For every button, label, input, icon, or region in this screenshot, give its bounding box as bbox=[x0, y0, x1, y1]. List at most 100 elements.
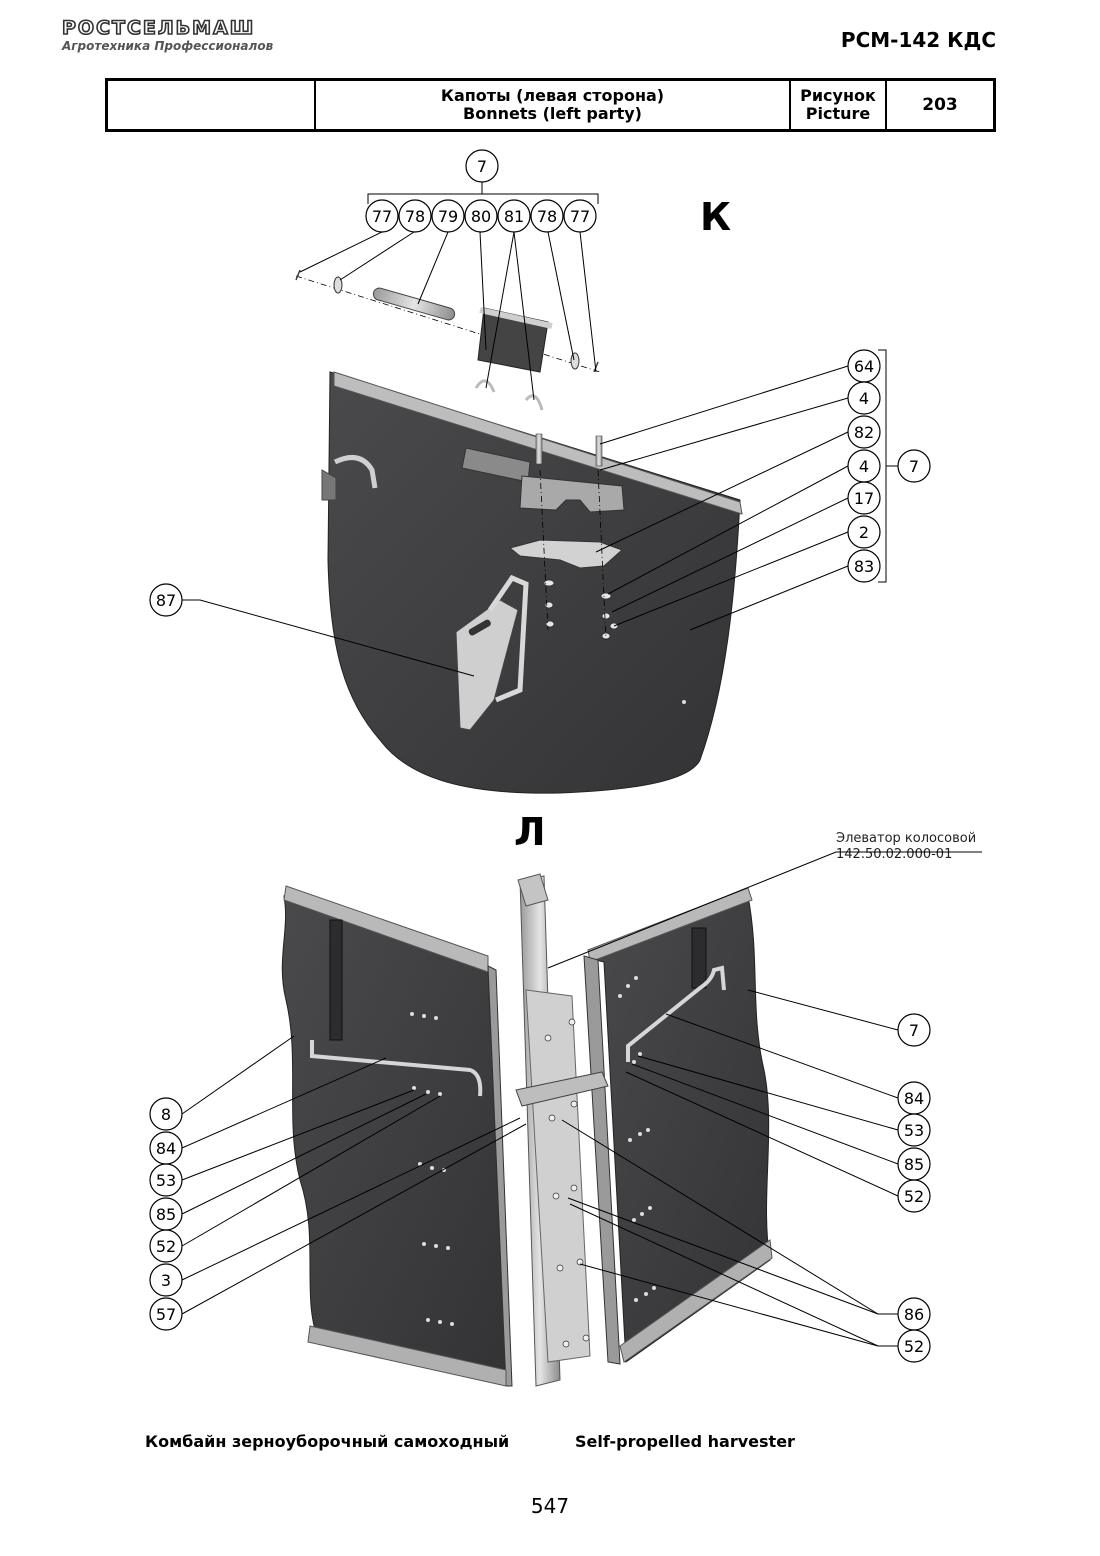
callout-k-right-item: 64 bbox=[847, 349, 881, 383]
pin-79 bbox=[372, 287, 456, 321]
callout-k-row-item: 79 bbox=[431, 199, 465, 233]
pin-spring-77b bbox=[593, 361, 599, 373]
callout-k-row-item-circle bbox=[464, 199, 498, 233]
callout-k-row-item: 81 bbox=[497, 199, 531, 233]
callout-k-right-item-text: 4 bbox=[859, 457, 869, 476]
callout-l-left-item-text: 53 bbox=[156, 1171, 176, 1190]
callout-l-left-item-circle bbox=[149, 1297, 183, 1331]
callout-l-right-item-circle bbox=[897, 1013, 931, 1047]
title-ru: Капоты (левая сторона) bbox=[440, 86, 665, 105]
callout-k-right-item: 4 bbox=[847, 449, 881, 483]
callout-k-right-item-text: 17 bbox=[854, 489, 874, 508]
latch-mechanism bbox=[508, 539, 623, 569]
callout-k-row-item-circle bbox=[497, 199, 531, 233]
callout-k-right-item-circle bbox=[847, 549, 881, 583]
callout-l-left-item: 8 bbox=[149, 1097, 183, 1131]
panel-left-bottom-edge bbox=[307, 1325, 507, 1387]
latch-plate bbox=[519, 475, 625, 513]
callout-l-right-item-circle bbox=[897, 1113, 931, 1147]
callout-l-right-item: 53 bbox=[897, 1113, 931, 1147]
callout-k-row-item-text: 77 bbox=[570, 207, 590, 226]
bonnet-panel-k bbox=[327, 371, 741, 794]
pin-spring-77 bbox=[295, 269, 301, 281]
spring-81 bbox=[474, 379, 544, 411]
title-block-empty-cell bbox=[108, 81, 316, 129]
callout-k-right-item-text: 2 bbox=[859, 523, 869, 542]
elevator-top-bracket bbox=[517, 873, 549, 907]
callout-l-left-item-text: 8 bbox=[161, 1105, 171, 1124]
callout-l-left-item-text: 52 bbox=[156, 1237, 176, 1256]
callout-l-right-item: 85 bbox=[897, 1147, 931, 1181]
callout-l-right-item: 84 bbox=[897, 1081, 931, 1115]
callouts-k-group bbox=[182, 182, 898, 677]
callout-k-right-item: 2 bbox=[847, 515, 881, 549]
handle-bracket-k bbox=[321, 469, 337, 501]
panel-left-side-edge bbox=[487, 965, 513, 1387]
picture-number: 203 bbox=[922, 95, 958, 115]
callout-k-row-item-text: 80 bbox=[471, 207, 491, 226]
callout-l-left-item-circle bbox=[149, 1097, 183, 1131]
panel-left-stiffener bbox=[329, 919, 343, 1041]
callout-k-right-item-text: 64 bbox=[854, 357, 874, 376]
callout-l-left-item: 57 bbox=[149, 1297, 183, 1331]
bolt-right bbox=[595, 435, 603, 467]
callout-l-right-item-text: 86 bbox=[904, 1305, 924, 1324]
callout-k-row-item-circle bbox=[563, 199, 597, 233]
callout-l-left-item: 52 bbox=[149, 1229, 183, 1263]
callout-k-group-top-text: 7 bbox=[477, 157, 487, 176]
callout-k-right-item-text: 82 bbox=[854, 423, 874, 442]
callout-l-left-item: 85 bbox=[149, 1197, 183, 1231]
title-block-picture-label-cell: Рисунок Picture bbox=[791, 81, 887, 129]
panel-right-bottom-edge bbox=[619, 1239, 773, 1363]
view-l-drawing bbox=[281, 873, 773, 1387]
callouts-l-leaders bbox=[181, 851, 982, 1347]
bonnet-panel-left bbox=[281, 895, 507, 1385]
footer-caption-en: Self-propelled harvester bbox=[575, 1432, 795, 1451]
callout-l-right-item-text: 52 bbox=[904, 1187, 924, 1206]
callout-l-left-item: 3 bbox=[149, 1263, 183, 1297]
callout-l-left-item-circle bbox=[149, 1163, 183, 1197]
callout-k-row-item: 78 bbox=[398, 199, 432, 233]
brand-logo: РОСТСЕЛЬМАШ Агротехника Профессионалов bbox=[61, 17, 273, 53]
callout-l-right-item: 52 bbox=[897, 1329, 931, 1363]
callout-k-row-item-text: 78 bbox=[537, 207, 557, 226]
callout-l-right-item-text: 85 bbox=[904, 1155, 924, 1174]
page-number: 547 bbox=[530, 1494, 570, 1518]
callout-k-right-group: 7 bbox=[897, 449, 931, 483]
picture-label-en: Picture bbox=[805, 104, 871, 123]
callout-k-row-item: 77 bbox=[365, 199, 399, 233]
callout-k-row-item-text: 79 bbox=[438, 207, 458, 226]
panel-right-stiffener bbox=[691, 927, 707, 989]
callout-k-row: 77 78 79 80 81 78 77 bbox=[365, 199, 597, 233]
callout-k-row-item: 80 bbox=[464, 199, 498, 233]
callout-l-left-item-text: 84 bbox=[156, 1139, 176, 1158]
hinge-bar bbox=[479, 307, 553, 329]
title-en: Bonnets (left party) bbox=[463, 104, 642, 123]
nut-stack-left bbox=[543, 579, 555, 628]
callout-k-row-item-circle bbox=[431, 199, 465, 233]
washer-78 bbox=[333, 276, 343, 294]
handle-rod-k bbox=[333, 455, 378, 489]
callout-k-row-item-text: 77 bbox=[372, 207, 392, 226]
callout-k-right-group-text: 7 bbox=[909, 457, 919, 476]
bracket-slot bbox=[468, 619, 491, 636]
exploded-pin bbox=[295, 269, 599, 411]
callout-l-right-item: 86 bbox=[897, 1297, 931, 1331]
brand-name: РОСТСЕЛЬМАШ bbox=[61, 17, 256, 39]
callout-k-right-item: 17 bbox=[847, 481, 881, 515]
callout-l-left-item-text: 3 bbox=[161, 1271, 171, 1290]
title-block: Капоты (левая сторона) Bonnets (left par… bbox=[105, 78, 996, 132]
callout-k-right-item-circle bbox=[847, 481, 881, 515]
callout-l-right-item-text: 52 bbox=[904, 1337, 924, 1356]
callout-l-left-item-text: 57 bbox=[156, 1305, 176, 1324]
callout-k-row-item: 78 bbox=[530, 199, 564, 233]
rod-84-left bbox=[310, 1040, 483, 1097]
elevator-cross-bracket bbox=[515, 1071, 609, 1107]
callout-l-right-item-circle bbox=[897, 1329, 931, 1363]
nut-stack-right bbox=[600, 592, 619, 640]
panel-hole bbox=[682, 700, 686, 704]
